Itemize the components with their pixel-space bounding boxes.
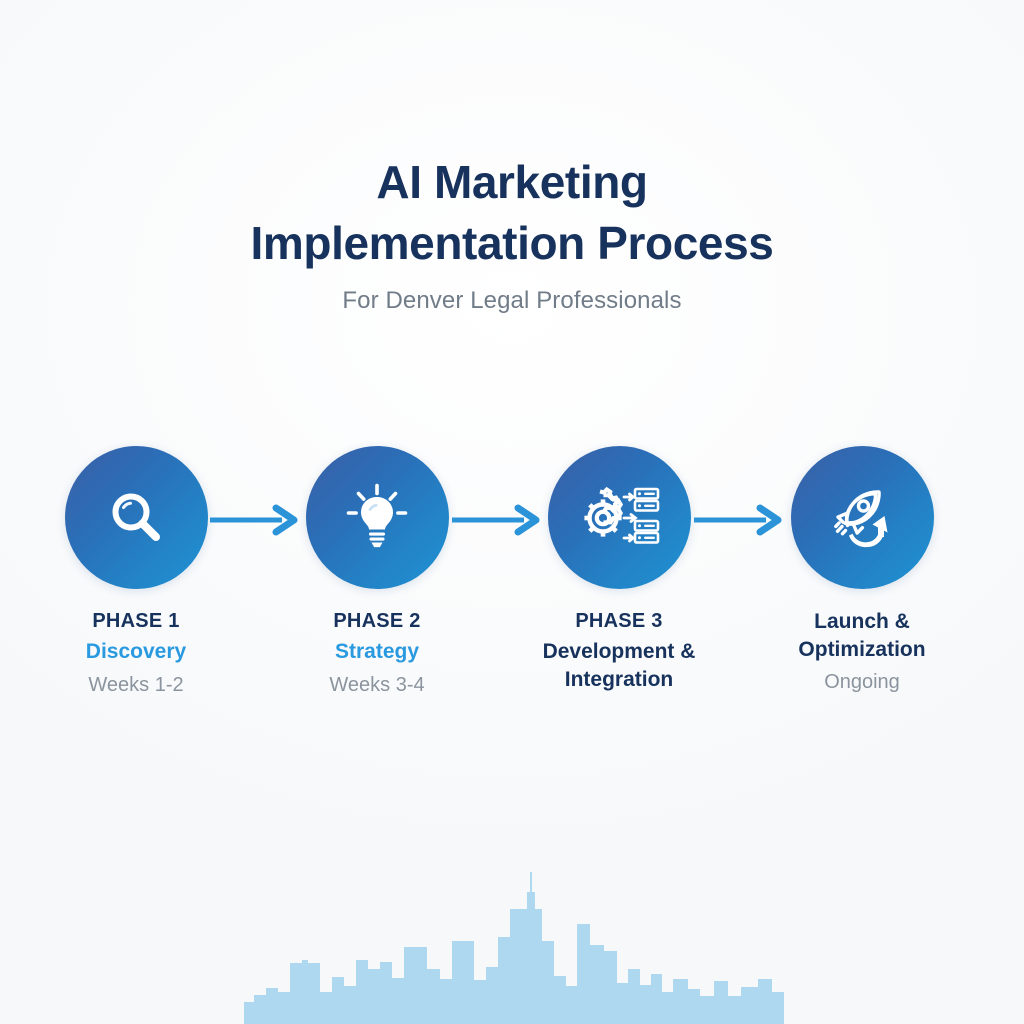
phase-card-3[interactable]: PHASE 3 Development & Integration (498, 446, 740, 693)
phase-1-icon-circle[interactable] (64, 446, 208, 589)
phase-1-name-line-1: Discovery (85, 640, 187, 663)
lightbulb-icon (340, 481, 414, 555)
denver-skyline-graphic (244, 859, 784, 1024)
phase-2-name: Strategy (256, 638, 498, 666)
phase-3-icon-circle[interactable] (547, 446, 691, 589)
phase-2-timing: Weeks 3-4 (329, 673, 425, 696)
phase-2-name-line-1: Strategy (334, 640, 420, 663)
phase-3-kicker: PHASE 3 (575, 610, 663, 632)
magnifier-icon (100, 482, 172, 554)
page-title: AI Marketing Implementation Process (0, 152, 1024, 273)
phase-4-text: Launch & Optimization Ongoing (741, 608, 983, 696)
page-subtitle: For Denver Legal Professionals (342, 287, 682, 315)
page-title-line-2: Implementation Process (250, 216, 774, 269)
header: AI Marketing Implementation Process For … (0, 152, 1024, 315)
phase-4-timing: Ongoing (824, 671, 900, 694)
phase-1-name: Discovery (15, 638, 257, 666)
phase-card-1[interactable]: PHASE 1 Discovery Weeks 1-2 (15, 446, 257, 699)
phase-4-name-line-1: Launch & (814, 610, 910, 633)
phase-4-icon-circle[interactable] (790, 446, 934, 589)
gear-server-icon (578, 481, 660, 555)
process-flow: PHASE 1 Discovery Weeks 1-2 (0, 446, 1024, 706)
phase-3-name-line-1: Development & (542, 640, 696, 663)
phase-3-name: Development & Integration (498, 638, 740, 693)
phase-1-kicker: PHASE 1 (92, 610, 180, 632)
phase-4-name: Launch & Optimization (741, 608, 983, 663)
phase-4-name-line-2: Optimization (798, 637, 926, 661)
phase-card-2[interactable]: PHASE 2 Strategy Weeks 3-4 (256, 446, 498, 699)
phase-3-text: PHASE 3 Development & Integration (498, 608, 740, 693)
rocket-growth-icon (824, 480, 900, 556)
phase-3-name-line-2: Integration (564, 667, 674, 691)
phase-2-text: PHASE 2 Strategy Weeks 3-4 (256, 608, 498, 699)
phase-2-kicker: PHASE 2 (333, 610, 421, 632)
phase-card-4[interactable]: Launch & Optimization Ongoing (741, 446, 983, 696)
page-title-line-1: AI Marketing (376, 156, 648, 208)
phase-1-timing: Weeks 1-2 (88, 673, 184, 696)
phase-1-text: PHASE 1 Discovery Weeks 1-2 (15, 608, 257, 699)
phase-2-icon-circle[interactable] (305, 446, 449, 589)
